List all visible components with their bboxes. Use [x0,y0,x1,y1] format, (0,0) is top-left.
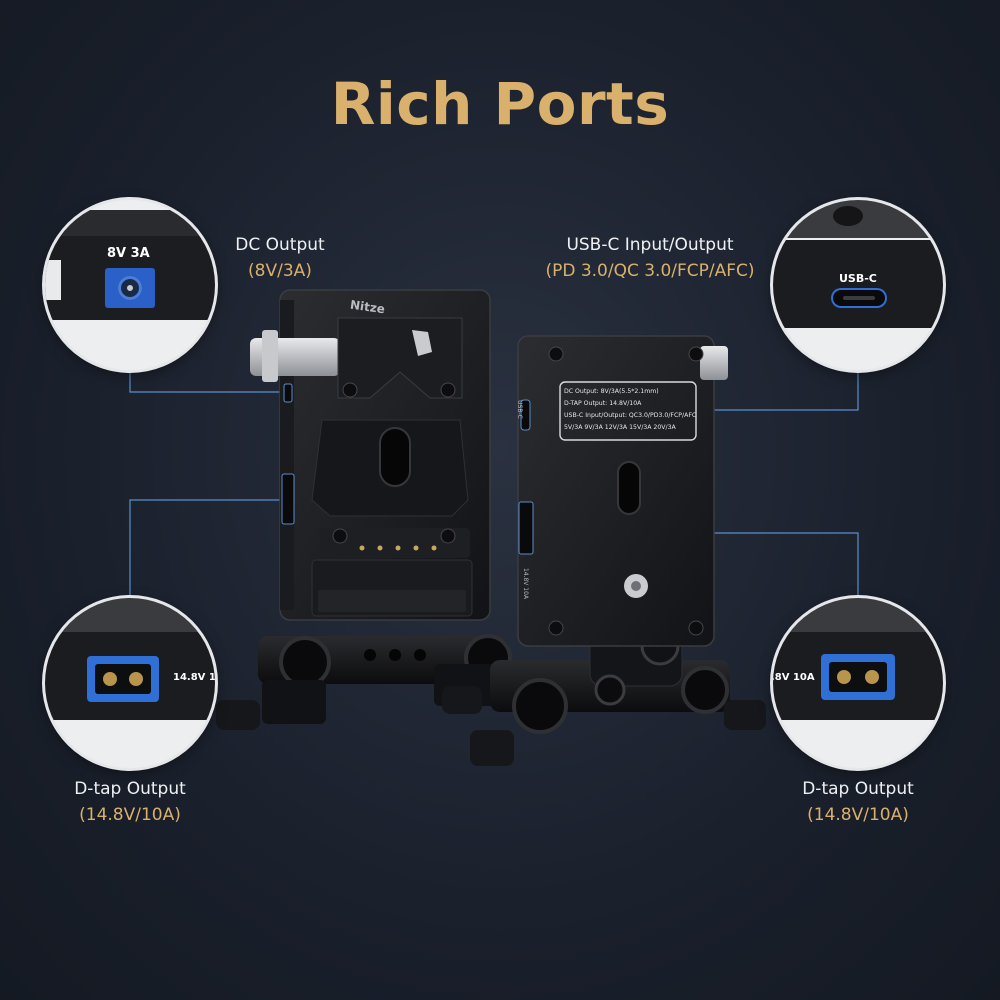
dtap-right-title: D-tap Output [802,779,914,799]
dtap-right-callout: .8V 10A [773,598,943,768]
usbc-label: USB-C Input/Output (PD 3.0/QC 3.0/FCP/AF… [520,232,780,284]
dc-connector-line [129,370,288,393]
dtap-left-label: D-tap Output (14.8V/10A) [55,776,205,828]
usbc-callout-text: USB-C [839,272,877,285]
d-tap-port-icon [87,656,159,702]
left-vmount-plate [216,289,512,730]
usbc-callout: USB-C [773,200,943,370]
dtap-right-spec: (14.8V/10A) [807,805,909,825]
usb-c-port-icon [833,290,885,306]
dtap-left-spec: (14.8V/10A) [79,805,181,825]
dtap-left-title: D-tap Output [74,779,186,799]
usbc-spec: (PD 3.0/QC 3.0/FCP/AFC) [545,261,755,281]
page-title: Rich Ports [0,70,1000,138]
title-text: Rich Ports [330,70,670,138]
dc-callout-text: 8V 3A [107,246,150,261]
usbc-title: USB-C Input/Output [566,235,734,255]
d-tap-port-icon [821,654,895,700]
dtap-right-label: D-tap Output (14.8V/10A) [783,776,933,828]
side-dtap-label: 14.8V 10A [522,567,530,600]
spec-line: USB-C Input/Output: QC3.0/PD3.0/FCP/AFC [564,412,697,419]
right-vmount-plate [470,335,766,766]
spec-line: DC Output: 8V/3A(5.5*2.1mm) [564,388,659,395]
dc-output-callout: 8V 3A [45,200,215,370]
dtap-left-callout: 14.8V 1 [45,598,215,768]
dtap-right-callout-text: .8V 10A [773,672,815,683]
dc-barrel-jack-icon [105,268,155,308]
dtap-left-connector-line [129,499,288,598]
side-usbc-label: USB-C [515,400,523,419]
dc-output-label: DC Output (8V/3A) [220,232,340,284]
spec-line: D-TAP Output: 14.8V/10A [564,400,642,407]
spec-plate: DC Output: 8V/3A(5.5*2.1mm) D-TAP Output… [564,386,696,434]
dc-output-title: DC Output [235,235,325,255]
dtap-left-callout-text: 14.8V 1 [173,672,215,683]
connector-lines [129,370,859,598]
spec-line: 5V/3A 9V/3A 12V/3A 15V/3A 20V/3A [564,424,676,431]
dc-output-spec: (8V/3A) [248,261,312,281]
